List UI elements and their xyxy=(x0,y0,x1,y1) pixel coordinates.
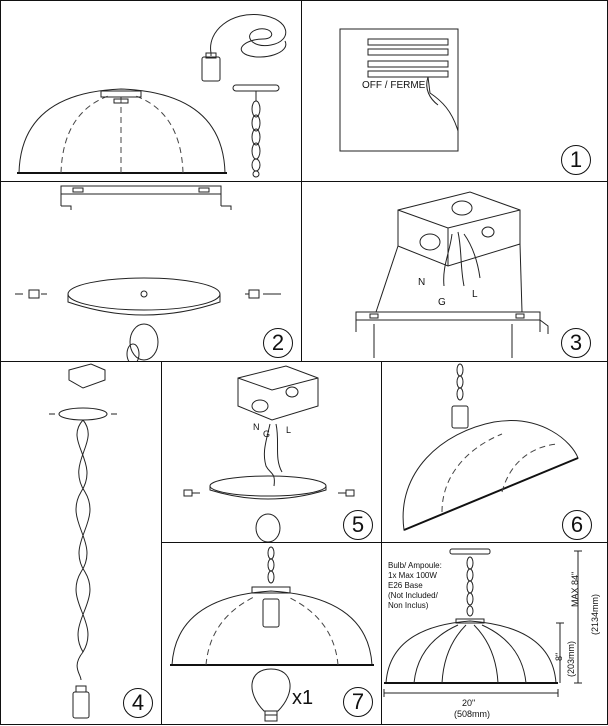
chain-assembly-illustration xyxy=(49,363,117,719)
step-number-6: 6 xyxy=(562,510,592,540)
panel-step-4: 4 xyxy=(0,361,162,725)
max-height-label: MAX 84" xyxy=(570,572,580,607)
wire-label-n: N xyxy=(253,422,260,432)
step-number-7: 7 xyxy=(343,687,373,717)
step-number-4: 4 xyxy=(123,688,153,718)
shade-height-label: 8" xyxy=(554,653,564,661)
shade-height-mm-value: (203mm) xyxy=(566,640,576,677)
shade-height-mm-label: (203mm) xyxy=(566,641,576,677)
light-bulb-icon xyxy=(251,668,291,722)
bulb-spec-line: 1x Max 100W xyxy=(388,571,437,580)
parts-overview-illustration xyxy=(17,13,287,178)
max-height-mm-value: (2134mm) xyxy=(590,593,600,635)
step-number-5: 5 xyxy=(343,510,373,540)
bulb-spec-line: (Not Included/ xyxy=(388,591,438,600)
panel-step-1: OFF / FERME 1 xyxy=(301,0,608,182)
chain-icon xyxy=(251,100,261,172)
wire-label-g: G xyxy=(438,297,446,308)
junction-box-wiring-illustration xyxy=(355,191,549,358)
dimension-drawing xyxy=(383,548,582,697)
width-label: 20" xyxy=(462,698,476,708)
wire-label-l: L xyxy=(472,289,478,300)
panel-step-7: x1 7 xyxy=(161,542,382,725)
panel-step-3: N G L 3 xyxy=(301,181,608,362)
switch-off-text: OFF / FERME xyxy=(362,80,426,91)
bulb-spec-line: Non Inclus) xyxy=(388,601,429,610)
panel-parts-overview xyxy=(0,0,302,182)
step-number-2: 2 xyxy=(263,328,293,358)
panel-step-6: 6 xyxy=(381,361,608,543)
wire-label-l: L xyxy=(286,425,292,435)
shade-height-value: 8" xyxy=(554,652,564,661)
max-height-mm-label: (2134mm) xyxy=(590,594,600,635)
breaker-box-illustration xyxy=(339,28,459,152)
panel-step-5: N G L 5 xyxy=(161,361,382,543)
chain-icon xyxy=(267,546,275,584)
step-number-3: 3 xyxy=(561,328,591,358)
bulb-spec-line: Bulb/ Ampoule: xyxy=(388,561,442,570)
wire-label-n: N xyxy=(418,277,426,288)
panel-specifications: Bulb/ Ampoule: 1x Max 100W E26 Base (Not… xyxy=(381,542,608,725)
width-mm-label: (508mm) xyxy=(454,709,491,719)
max-height-value: MAX 84" xyxy=(570,571,580,607)
bulb-spec-block: Bulb/ Ampoule: 1x Max 100W E26 Base (Not… xyxy=(388,561,442,611)
step-number-1: 1 xyxy=(561,145,591,175)
bulb-count-text: x1 xyxy=(292,687,314,709)
chain-icon xyxy=(456,363,464,401)
mounting-bracket-illustration xyxy=(15,185,281,365)
chain-icon xyxy=(466,556,474,617)
bulb-install-illustration xyxy=(170,546,374,722)
wire-label-g: G xyxy=(263,429,271,439)
tilted-shade-illustration xyxy=(402,363,579,531)
panel-step-2: 2 xyxy=(0,181,302,365)
bulb-spec-line: E26 Base xyxy=(388,581,423,590)
